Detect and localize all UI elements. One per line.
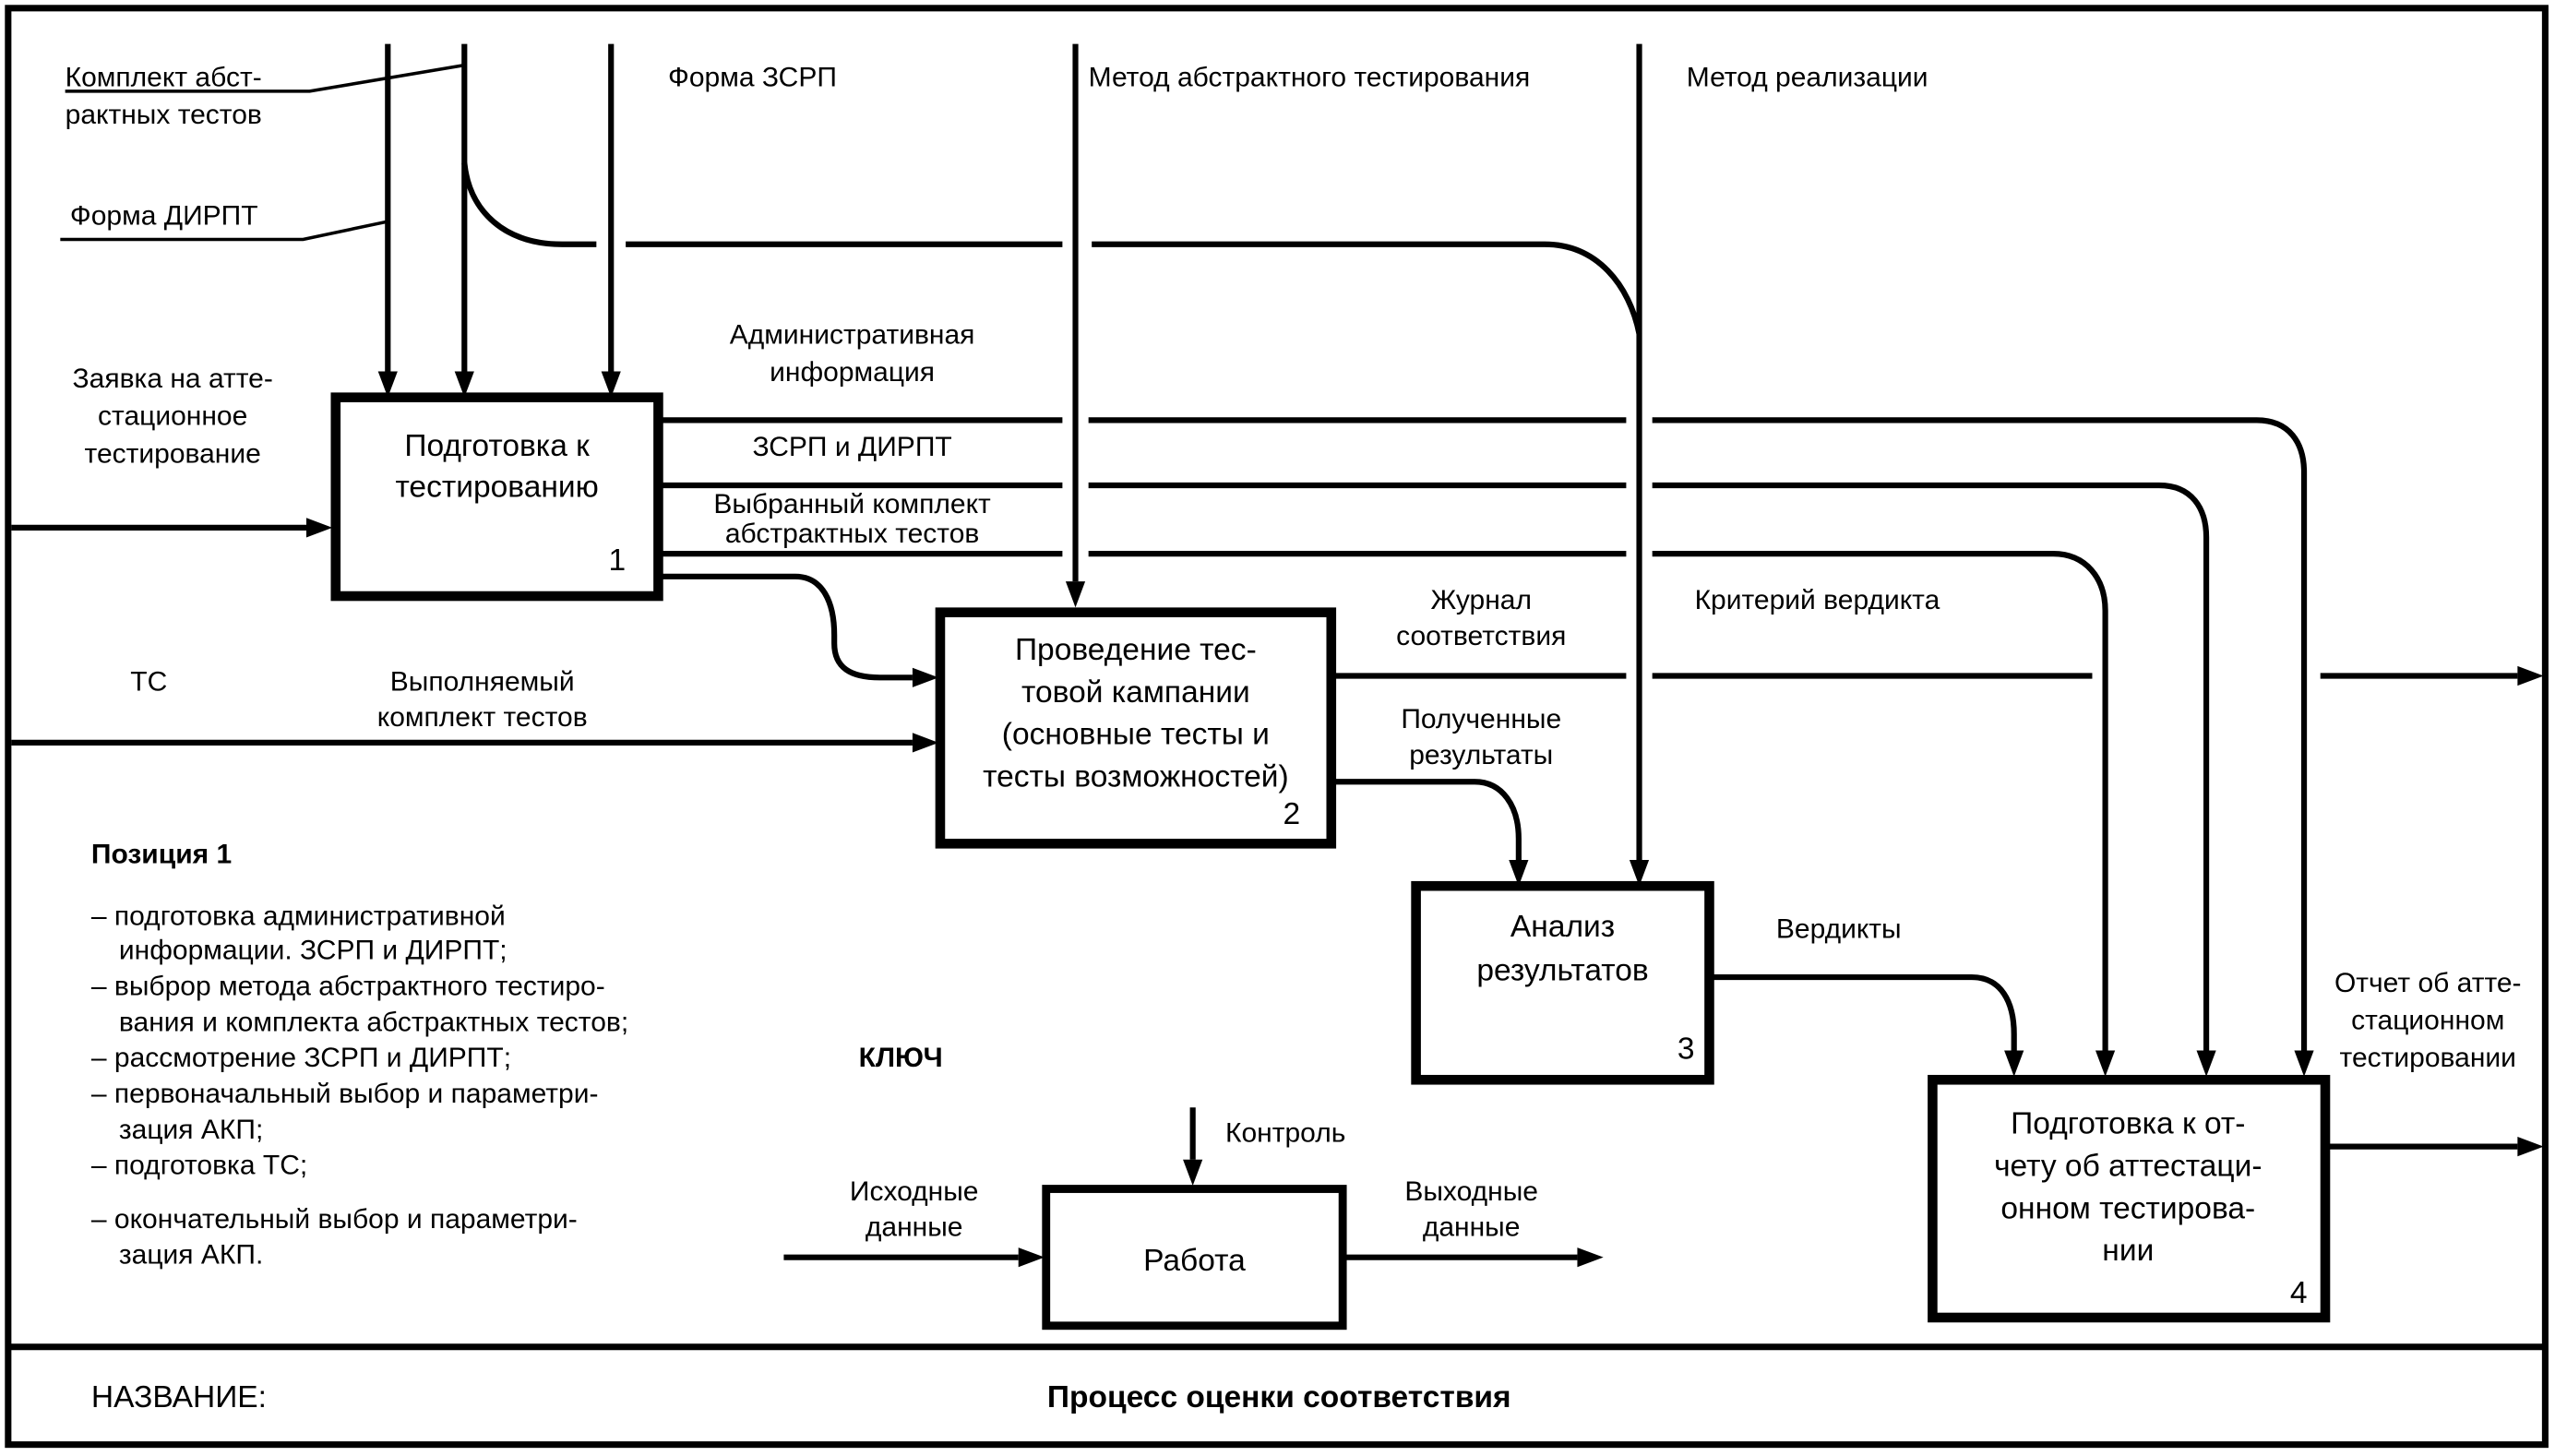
arrow-otchet xyxy=(2326,1137,2544,1157)
label-admin-2: информация xyxy=(770,357,935,388)
position-item-2-line-2: вания и комплекта абстрактных тестов; xyxy=(119,1007,628,1037)
position-item-2-line-1: – выброр метода абстрактного тестиро- xyxy=(91,971,605,1001)
activity-4-line-1: Подготовка к от- xyxy=(2011,1107,2245,1141)
label-zayavka-1: Заявка на атте- xyxy=(73,364,273,394)
label-zhurnal-2: соответствия xyxy=(1396,621,1566,651)
key-input-label-2: данные xyxy=(866,1212,963,1243)
arrow-vybrannyi-komplekt xyxy=(660,551,2116,1077)
label-poluchennye-2: результаты xyxy=(1409,740,1553,770)
label-vybrannyi-2: абстрактных тестов xyxy=(725,519,979,549)
label-zayavka-2: стационное xyxy=(98,401,247,432)
label-komplekt-1: Комплект абст- xyxy=(66,63,262,93)
label-zayavka-3: тестирование xyxy=(85,438,261,469)
activity-4-line-4: нии xyxy=(2102,1234,2154,1268)
activity-3-number: 3 xyxy=(1677,1032,1695,1066)
arrow-vypolnyaemyi xyxy=(11,733,939,753)
activity-4-line-3: онном тестирова- xyxy=(2000,1191,2255,1225)
label-otchet-3: тестировании xyxy=(2340,1043,2516,1073)
label-vypolnyaemyi-1: Выполняемый xyxy=(390,666,575,697)
activity-4-number: 4 xyxy=(2290,1276,2308,1310)
position-notes: Позиция 1 – подготовка административной … xyxy=(91,840,628,1271)
position-heading: Позиция 1 xyxy=(91,840,232,870)
label-forma-zsrp: Форма ЗСРП xyxy=(668,63,837,93)
label-kriteriy: Критерий вердикта xyxy=(1695,585,1940,615)
diagram-frame xyxy=(5,5,2549,1449)
activity-2-line-1: Проведение тес- xyxy=(1015,633,1257,667)
activity-box-4[interactable]: Подготовка к от- чету об аттестаци- онно… xyxy=(1928,1074,2331,1323)
position-item-3: – рассмотрение ЗСРП и ДИРПТ; xyxy=(91,1043,511,1073)
key-control-arrowhead xyxy=(1183,1159,1203,1186)
arrow-komplekt-branch xyxy=(461,162,1642,335)
activity-1-line-2: тестированию xyxy=(395,470,598,504)
label-verdikty: Вердикты xyxy=(1776,914,1902,945)
activity-3-line-2: результатов xyxy=(1476,954,1648,988)
label-metod-abstr: Метод абстрактного тестирования xyxy=(1089,63,1531,93)
position-item-1-line-2: информации. ЗСРП и ДИРПТ; xyxy=(119,936,507,966)
arrow-box1-to-box2 xyxy=(660,573,939,687)
activity-2-line-2: товой кампании xyxy=(1021,675,1250,710)
arrow-poluchennye xyxy=(1332,779,1529,887)
arrow-metod-real xyxy=(1629,43,1650,887)
label-vypolnyaemyi-2: комплект тестов xyxy=(377,702,588,733)
label-ts: ТС xyxy=(130,666,167,697)
activity-2-line-4: тесты возможностей) xyxy=(983,760,1289,794)
arrow-komplekt-abstr-testov xyxy=(65,43,474,398)
activity-3-line-1: Анализ xyxy=(1510,910,1615,944)
key-output-arrowhead xyxy=(1577,1247,1604,1268)
activity-box-2[interactable]: Проведение тес- товой кампании (основные… xyxy=(935,607,1337,849)
label-komplekt-2: рактных тестов xyxy=(66,100,262,130)
key-activity-box xyxy=(1042,1185,1347,1331)
arrow-forma-zsrp xyxy=(601,43,621,398)
label-zsrp-dirpt: ЗСРП и ДИРПТ xyxy=(752,432,951,462)
arrow-verdikty xyxy=(1707,973,2024,1077)
arrow-zayavka xyxy=(11,518,333,538)
label-otchet-1: Отчет об атте- xyxy=(2334,968,2522,998)
label-metod-real: Метод реализации xyxy=(1687,63,1928,93)
key-legend: КЛЮЧ Контроль Исходные данные Работа Вых… xyxy=(783,1043,1604,1331)
label-zhurnal-1: Журнал xyxy=(1430,585,1531,615)
arrow-admin-info xyxy=(660,417,2314,1077)
arrow-metod-abstr xyxy=(1065,43,1086,608)
activity-1-number: 1 xyxy=(608,543,626,578)
key-heading: КЛЮЧ xyxy=(859,1043,943,1073)
activity-box-1[interactable]: Подготовка к тестированию 1 xyxy=(330,392,663,602)
label-poluchennye-1: Полученные xyxy=(1401,704,1561,734)
diagram-title: Процесс оценки соответствия xyxy=(1047,1380,1511,1414)
label-forma-dirpt: Форма ДИРПТ xyxy=(70,201,258,232)
position-item-5: – подготовка ТС; xyxy=(91,1151,307,1181)
key-output-label-1: Выходные xyxy=(1404,1176,1538,1207)
position-item-4-line-2: зация АКП; xyxy=(119,1115,263,1145)
position-item-6-line-1: – окончательный выбор и параметри- xyxy=(91,1204,578,1235)
activity-1-line-1: Подготовка к xyxy=(404,429,590,463)
key-activity-label: Работа xyxy=(1143,1244,1246,1278)
arrow-zsrp-dirpt xyxy=(660,482,2216,1077)
key-input-arrowhead xyxy=(1018,1247,1045,1268)
label-otchet-2: стационном xyxy=(2351,1006,2504,1036)
arrow-zhurnal xyxy=(1332,665,2544,686)
activity-4-line-2: чету об аттестаци- xyxy=(1994,1149,2262,1183)
activity-2-number: 2 xyxy=(1283,797,1301,831)
label-admin-1: Административная xyxy=(730,319,975,350)
position-item-1-line-1: – подготовка административной xyxy=(91,901,506,932)
label-vybrannyi-1: Выбранный комплект xyxy=(713,489,991,519)
activity-box-3[interactable]: Анализ результатов 3 xyxy=(1411,880,1714,1085)
position-item-6-line-2: зация АКП. xyxy=(119,1240,263,1271)
position-item-4-line-1: – первоначальный выбор и параметри- xyxy=(91,1079,599,1109)
activity-2-line-3: (основные тесты и xyxy=(1002,718,1270,752)
key-input-label-1: Исходные xyxy=(850,1176,979,1207)
key-control-label: Контроль xyxy=(1225,1117,1345,1148)
key-output-label-2: данные xyxy=(1423,1212,1521,1243)
title-label: НАЗВАНИЕ: xyxy=(91,1380,267,1414)
arrow-forma-dirpt xyxy=(60,43,398,398)
